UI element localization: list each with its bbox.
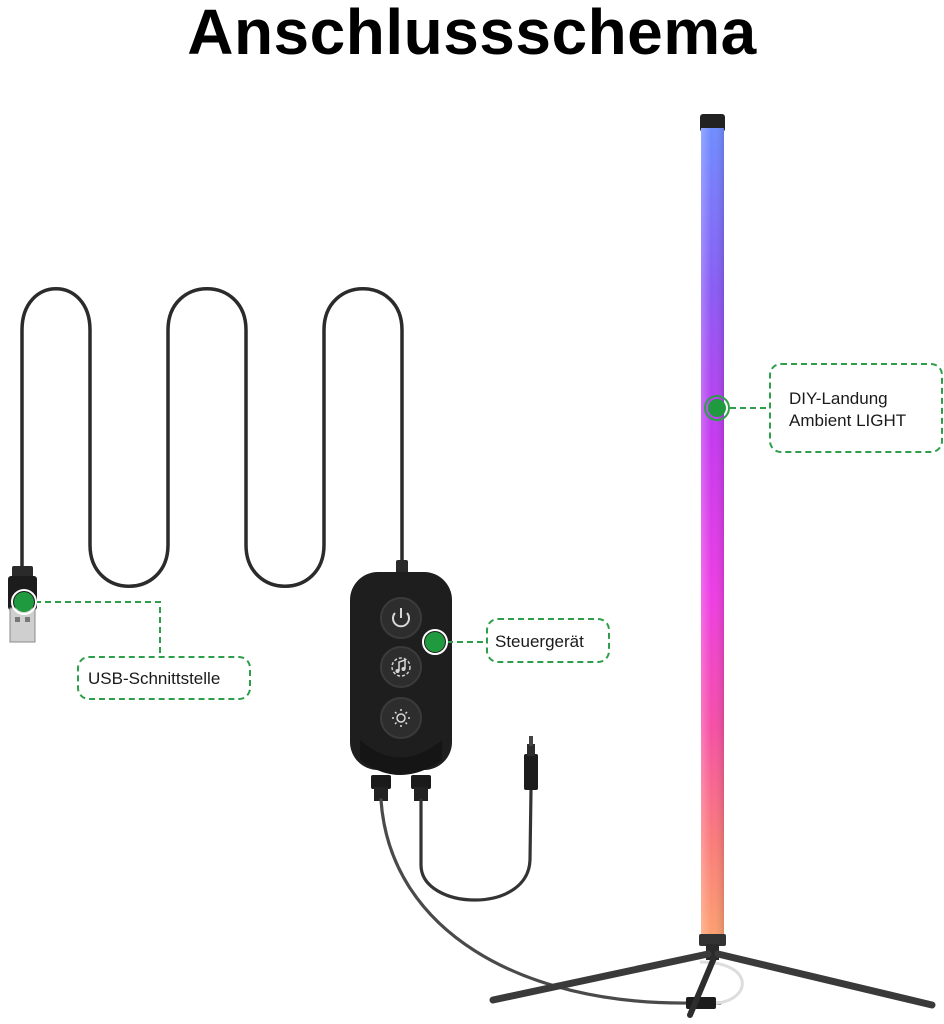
controller-label: Steuergerät	[486, 618, 610, 663]
white-cable	[699, 960, 744, 1005]
callout-dot-usb	[11, 589, 37, 615]
ambient-light-label: DIY-Landung Ambient LIGHT	[769, 363, 943, 453]
callout-dot-controller	[422, 629, 448, 655]
dc-plug-icon	[524, 736, 538, 790]
floor-light	[489, 114, 936, 1018]
brightness-button[interactable]	[380, 697, 422, 739]
dc-loop-cable	[419, 788, 533, 902]
usb-interface-label-text: USB-Schnittstelle	[88, 669, 221, 688]
light-cable	[379, 798, 722, 1005]
diagram-title: Anschlussschema	[187, 0, 757, 68]
callout-lines	[35, 407, 769, 656]
controller	[350, 560, 452, 801]
callout-dot-light	[704, 395, 730, 421]
power-icon	[392, 608, 410, 628]
controller-label-text: Steuergerät	[495, 632, 584, 651]
usb-cable	[20, 287, 404, 588]
usb-interface-label: USB-Schnittstelle	[77, 656, 251, 700]
brightness-icon	[392, 709, 410, 727]
music-mode-button[interactable]	[380, 646, 422, 688]
music-mode-icon	[391, 657, 411, 677]
ambient-light-label-line1: DIY-Landung	[789, 389, 888, 408]
ambient-light-label-line2: Ambient LIGHT	[789, 411, 907, 430]
